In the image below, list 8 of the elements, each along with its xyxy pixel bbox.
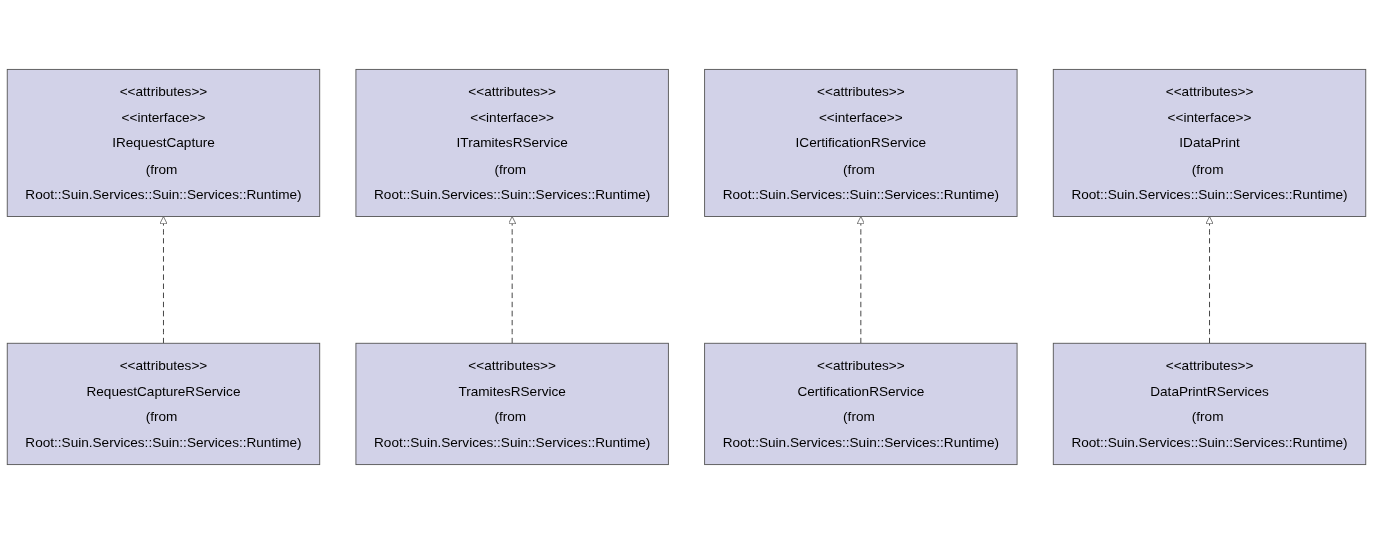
node-box: <<attributes>> <<interface>> IRequestCapture (from Root::Suin.Services::Suin::Services::Runtime) bbox=[6, 68, 321, 217]
node-box: <<attributes>> <<interface>> ICertificationRService (from Root::Suin.Services::Suin::Services::Runtime) bbox=[704, 68, 1018, 217]
node-box: <<attributes>> <<interface>> IDataPrint (from Root::Suin.Services::Suin::Services::Runtime) bbox=[1052, 68, 1367, 217]
node-box: <<attributes>> <<interface>> ITramitesRService (from Root::Suin.Services::Suin::Services::Runtime) bbox=[355, 68, 669, 217]
node-box: <<attributes>> TramitesRService (from Root::Suin.Services::Suin::Services::Runtime) bbox=[355, 342, 669, 466]
node-box: <<attributes>> DataPrintRServices (from Root::Suin.Services::Suin::Services::Runtime) bbox=[1052, 342, 1367, 466]
node-box: <<attributes>> RequestCaptureRService (from Root::Suin.Services::Suin::Services::Runtime) bbox=[6, 342, 321, 466]
node-box: <<attributes>> CertificationRService (from Root::Suin.Services::Suin::Services::Runtime) bbox=[704, 342, 1018, 466]
